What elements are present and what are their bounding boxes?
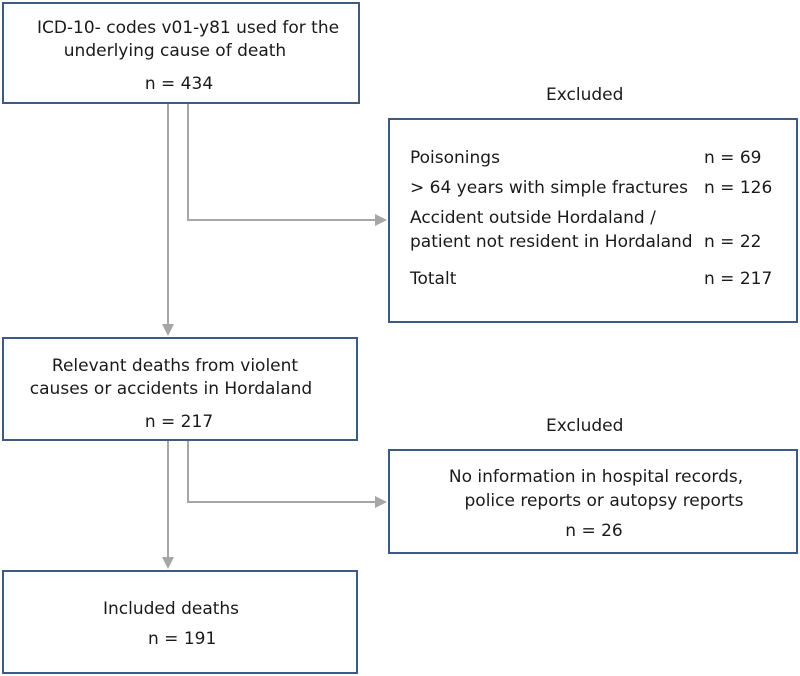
box3-count: n = 191	[148, 629, 217, 649]
box-excluded-2	[388, 449, 798, 554]
box2-count: n = 217	[144, 412, 214, 432]
excluded1-row3-count: n = 22	[704, 232, 762, 252]
excluded1-row2-count: n = 126	[704, 178, 773, 198]
box2-line2: causes or accidents in Hordaland	[29, 379, 313, 399]
excluded2-count: n = 26	[565, 521, 623, 541]
box1-count: n = 434	[144, 74, 214, 94]
box-relevant-deaths	[2, 337, 358, 441]
excluded2-heading: Excluded	[546, 416, 624, 436]
box1-line2: underlying cause of death	[63, 41, 287, 61]
excluded1-row2-label: > 64 years with simple fractures	[410, 178, 688, 198]
excluded1-row3-label2: patient not resident in Hordaland	[410, 232, 693, 252]
excluded2-line1: No information in hospital records,	[448, 467, 744, 487]
box2-line1: Relevant deaths from violent	[51, 356, 299, 376]
arrow-box1-to-excluded1	[187, 104, 387, 226]
box-icd10-codes	[2, 2, 360, 104]
excluded1-row3-label: Accident outside Hordaland /	[410, 208, 656, 228]
excluded1-row1-label: Poisonings	[410, 148, 500, 168]
box1-line1: ICD-10- codes v01-y81 used for the	[36, 18, 340, 38]
excluded1-total-count: n = 217	[704, 269, 773, 289]
excluded1-row1-count: n = 69	[704, 148, 762, 168]
box-excluded-1	[388, 118, 798, 323]
box3-line1: Included deaths	[103, 599, 240, 619]
excluded1-total-label: Totalt	[410, 269, 457, 289]
box-included-deaths	[2, 570, 358, 674]
excluded2-line2: police reports or autopsy reports	[464, 491, 744, 511]
arrow-box2-to-excluded2	[187, 441, 387, 508]
excluded1-heading: Excluded	[546, 85, 624, 105]
